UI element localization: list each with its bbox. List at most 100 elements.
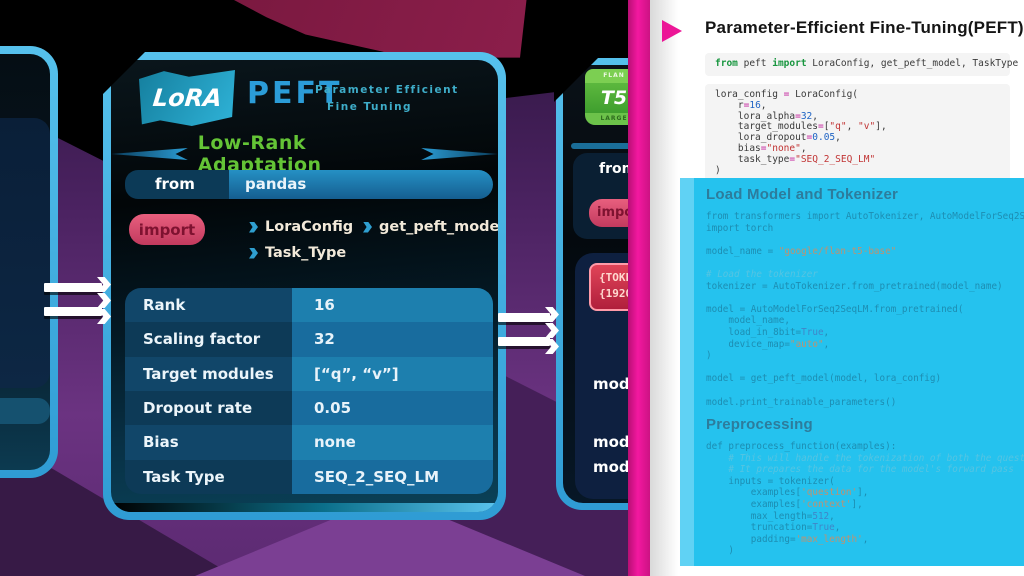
code-line: lora_alpha=32, (715, 110, 818, 122)
code-line: target_modules=["q", "v"], (715, 121, 887, 133)
code-line: def preprocess_function(examples): (706, 441, 897, 453)
code-line: ) (706, 350, 712, 362)
connector-left-bar-2 (44, 307, 102, 316)
code-block-lora-config: lora_config = LoraConfig( r=16, lora_alp… (705, 84, 1010, 183)
code-line: padding='max_length', (706, 533, 869, 545)
from-bar: from pandas (125, 170, 493, 199)
card-previous-inner (0, 54, 50, 470)
card-peft: LoRA PEFT Parameter Efficient Fine Tunin… (101, 50, 506, 520)
chevron-icon (249, 247, 258, 259)
code-line: model_name, (706, 315, 790, 327)
spear-right-icon (421, 148, 498, 160)
code-line (706, 362, 1020, 374)
lora-logo-text: LoRA (151, 84, 223, 112)
peft-subtitle-line1: Parameter Efficient (315, 84, 459, 96)
table-row-label: Target modules (125, 356, 292, 391)
pink-divider (628, 0, 650, 576)
table-row-label: Rank (125, 288, 292, 323)
card-previous-panel (0, 118, 50, 388)
card-peft-bottom-glow (111, 503, 498, 512)
code-line (706, 385, 1020, 397)
code-line: inputs = tokenizer( (706, 475, 835, 487)
code-line: task_type="SEQ_2_SEQ_LM" (715, 153, 876, 165)
connector-left-bar-1 (44, 283, 102, 292)
card-t5-from-label: from (599, 161, 637, 177)
code-line: from peft import LoraConfig, get_peft_mo… (715, 58, 1019, 69)
import-item: LoraConfig (249, 219, 353, 235)
section-heading-preprocessing: Preprocessing (706, 416, 813, 434)
import-item: Task_Type (249, 245, 346, 261)
card-t5-divider-line (571, 143, 650, 149)
code-line: load_in_8bit=True, (706, 326, 830, 338)
connector-right-bar-1 (498, 313, 550, 322)
code-line: lora_dropout=0.05, (715, 132, 841, 144)
code-line: ) (706, 545, 734, 557)
document-title: Parameter-Efficient Fine-Tuning(PEFT) (705, 18, 1024, 37)
lora-logo-icon: LoRA (139, 70, 235, 126)
title-arrow-icon (662, 20, 682, 42)
table-row-value: SEQ_2_SEQ_LM (292, 459, 493, 494)
import-item-label: get_peft_model (379, 219, 498, 235)
code-line: model.print_trainable_parameters() (706, 396, 897, 408)
card-previous-bar (0, 398, 50, 424)
spear-left-icon (111, 148, 188, 160)
code-line: r=16, (715, 99, 767, 111)
code-line: ) (715, 164, 721, 176)
chevron-icon (249, 221, 258, 233)
code-line (706, 234, 1020, 246)
table-row-label: Scaling factor (125, 322, 292, 357)
cyan-section: Load Model and Tokenizer from transforme… (680, 178, 1024, 566)
table-row-label: Dropout rate (125, 390, 292, 426)
code-line: lora_config = LoraConfig( (715, 89, 859, 100)
section-heading-load-model: Load Model and Tokenizer (706, 186, 899, 203)
import-badge: import (129, 214, 205, 245)
card-t5-chamfer (554, 56, 600, 102)
connector-right-bar-2 (498, 337, 550, 346)
cyan-section-left-strip (680, 178, 694, 566)
cyan-section-content: Load Model and Tokenizer from transforme… (706, 184, 1024, 557)
from-label: from (125, 170, 229, 199)
peft-subtitle-line2: Fine Tuning (327, 101, 413, 113)
card-peft-chamfer (101, 50, 147, 96)
import-item-label: Task_Type (265, 245, 347, 261)
table-row-value: 16 (292, 288, 493, 323)
table-row-value: [“q”, “v”] (292, 356, 493, 391)
card-previous-partial (0, 46, 58, 478)
table-row-value: 0.05 (292, 390, 493, 426)
code-block-import: from peft import LoraConfig, get_peft_mo… (705, 53, 1019, 76)
table-row-value: none (292, 425, 493, 460)
code-line: tokenizer = AutoTokenizer.from_pretraine… (706, 280, 1003, 292)
code-line: max_length=512, (706, 510, 835, 522)
code-line: examples['context'], (706, 499, 863, 511)
page-edge-shadow (650, 0, 678, 576)
code-line: model = AutoModelForSeq2SeqLM.from_pretr… (706, 303, 964, 315)
from-value: pandas (229, 170, 493, 199)
card-peft-inner: LoRA PEFT Parameter Efficient Fine Tunin… (111, 60, 498, 512)
code-preprocessing: def preprocess_function(examples): # Thi… (706, 441, 1024, 557)
code-line: model_name = "google/flan-t5-base" (706, 245, 897, 257)
table-row-label: Task Type (125, 459, 292, 494)
table-row-value: 32 (292, 322, 493, 357)
connector-right-arrowhead-icon (545, 306, 559, 354)
code-line: bias="none", (715, 142, 807, 154)
code-line: examples['question'], (706, 487, 869, 499)
code-load-model: from transformers import AutoTokenizer, … (706, 211, 1024, 408)
code-line (706, 257, 1020, 269)
code-line: # Load the tokenizer (706, 268, 818, 280)
import-item: get_peft_model (363, 219, 498, 235)
table-row-label: Bias (125, 425, 292, 460)
code-line: truncation=True, (706, 522, 841, 534)
table-row: Target modules[“q”, “v”] (125, 356, 493, 391)
code-line (706, 292, 1020, 304)
code-line: from transformers import AutoTokenizer, … (706, 211, 1024, 222)
peft-subtitle: Parameter Efficient Fine Tuning (315, 82, 459, 116)
code-line: # This will handle the tokenization of b… (728, 452, 1024, 464)
code-line: device_map="auto", (706, 338, 830, 350)
peft-title: PEFT (247, 76, 343, 111)
code-line: # It prepares the data for the model's f… (706, 464, 1014, 476)
